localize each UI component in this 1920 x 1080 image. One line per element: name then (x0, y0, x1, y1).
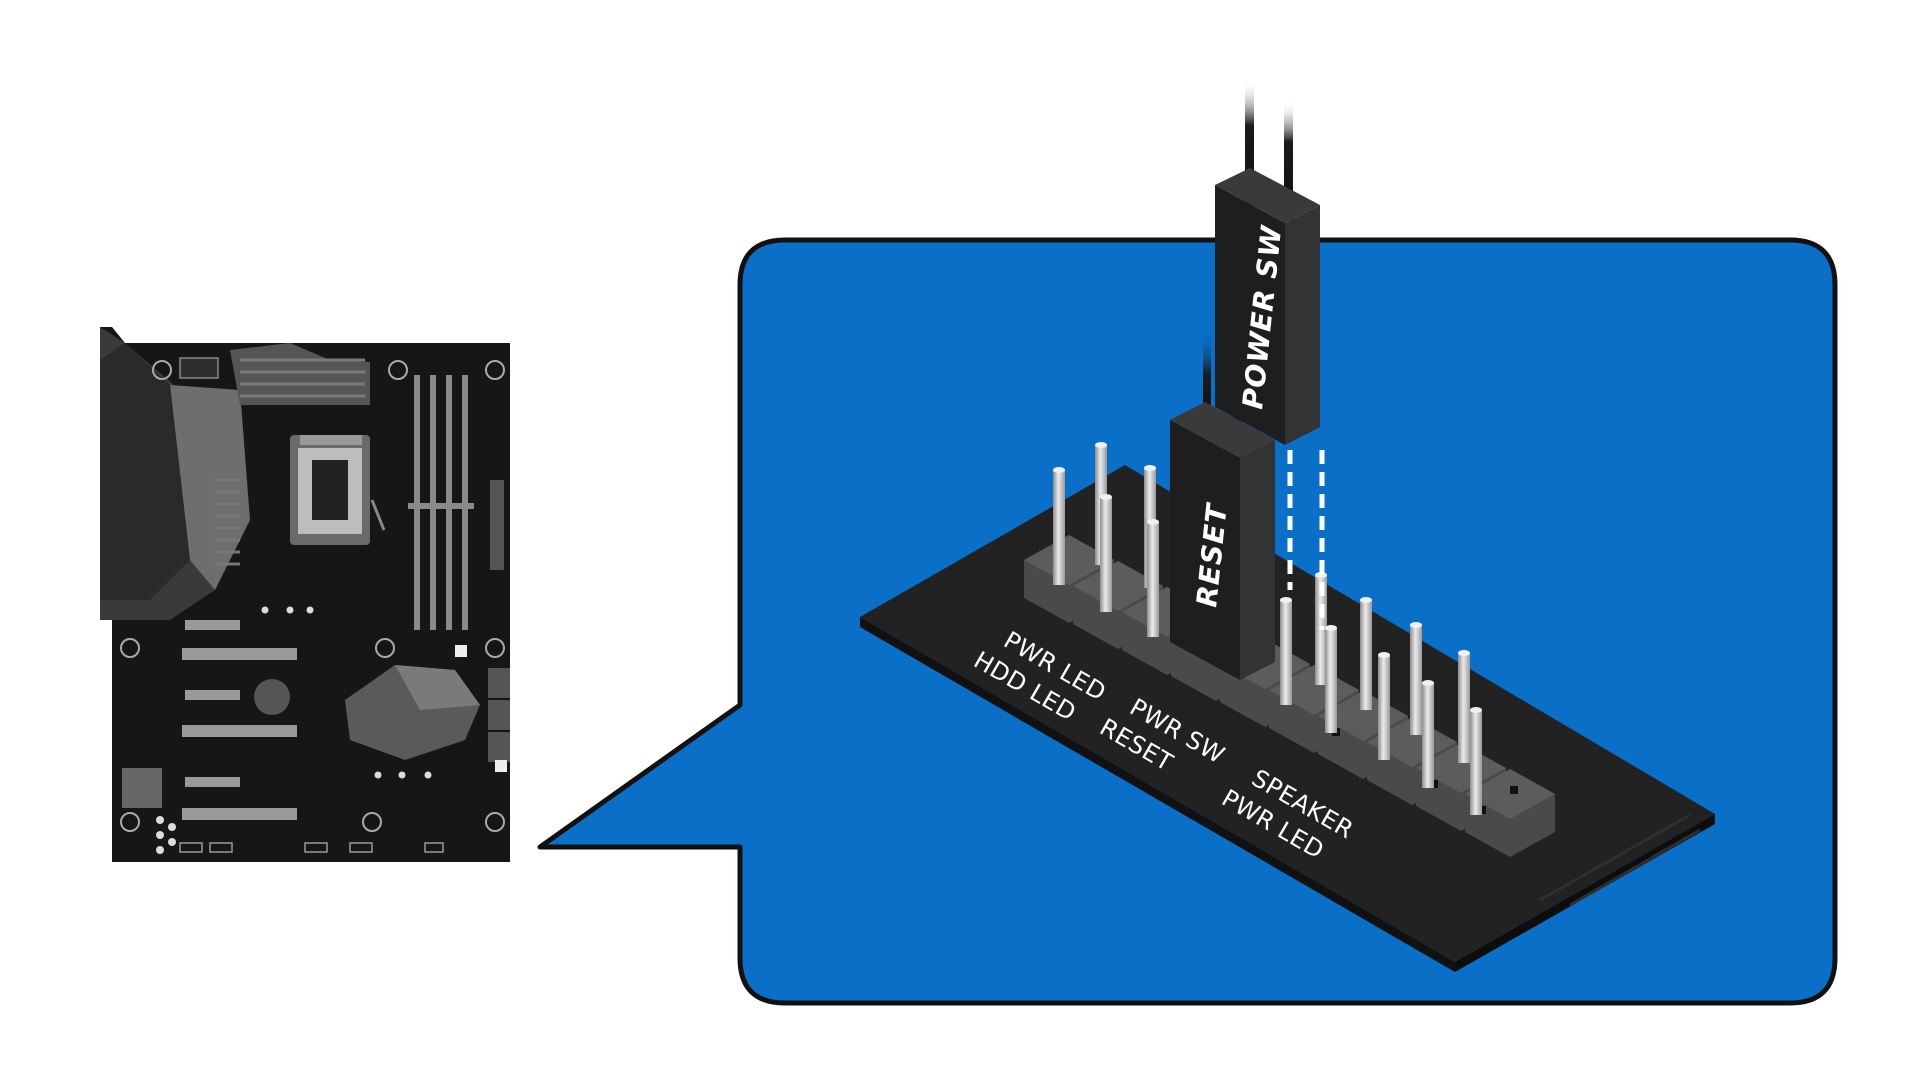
alignment-guides (1287, 450, 1325, 630)
ram-slots (414, 375, 468, 630)
power-sw-connector: POWER SW (1215, 80, 1320, 445)
header-pins (1053, 445, 1482, 815)
motherboard-illustration (100, 327, 510, 862)
reset-connector: RESET (1170, 330, 1275, 680)
pcie-slots (182, 620, 297, 820)
